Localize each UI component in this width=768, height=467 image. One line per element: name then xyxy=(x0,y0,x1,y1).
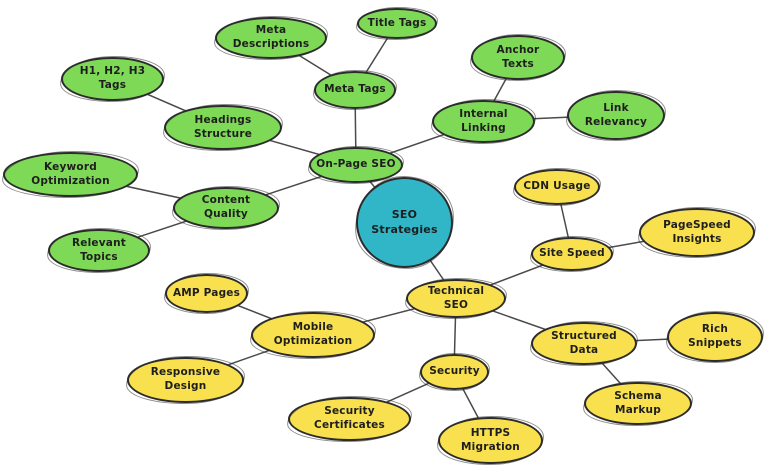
node-keyword-optimization[interactable]: Keyword Optimization xyxy=(3,152,138,197)
node-technical-seo[interactable]: Technical SEO xyxy=(406,279,506,318)
node-seo-strategies[interactable]: SEO Strategies xyxy=(356,177,453,268)
node-anchor-texts[interactable]: Anchor Texts xyxy=(471,35,565,80)
node-meta-descriptions[interactable]: Meta Descriptions xyxy=(215,17,327,59)
node-content-quality[interactable]: Content Quality xyxy=(173,187,279,229)
node-responsive-design[interactable]: Responsive Design xyxy=(127,357,244,403)
node-headings-structure[interactable]: Headings Structure xyxy=(164,105,282,150)
node-https-migration[interactable]: HTTPS Migration xyxy=(438,417,543,464)
node-schema-markup[interactable]: Schema Markup xyxy=(584,382,692,425)
node-internal-linking[interactable]: Internal Linking xyxy=(432,100,535,143)
node-amp-pages[interactable]: AMP Pages xyxy=(165,274,248,313)
node-relevant-topics[interactable]: Relevant Topics xyxy=(48,229,150,272)
node-on-page-seo[interactable]: On-Page SEO xyxy=(309,147,403,183)
node-security[interactable]: Security xyxy=(420,354,489,390)
node-site-speed[interactable]: Site Speed xyxy=(531,237,613,271)
node-link-relevancy[interactable]: Link Relevancy xyxy=(567,91,665,140)
node-rich-snippets[interactable]: Rich Snippets xyxy=(667,312,763,362)
node-security-certificates[interactable]: Security Certificates xyxy=(288,397,411,441)
node-pagespeed-insights[interactable]: PageSpeed Insights xyxy=(639,208,755,257)
node-h1-h2-h3-tags[interactable]: H1, H2, H3 Tags xyxy=(61,57,164,101)
node-cdn-usage[interactable]: CDN Usage xyxy=(514,169,600,205)
node-mobile-optimization[interactable]: Mobile Optimization xyxy=(251,312,375,358)
node-structured-data[interactable]: Structured Data xyxy=(531,322,637,365)
node-title-tags[interactable]: Title Tags xyxy=(357,8,437,39)
node-meta-tags[interactable]: Meta Tags xyxy=(314,71,396,109)
